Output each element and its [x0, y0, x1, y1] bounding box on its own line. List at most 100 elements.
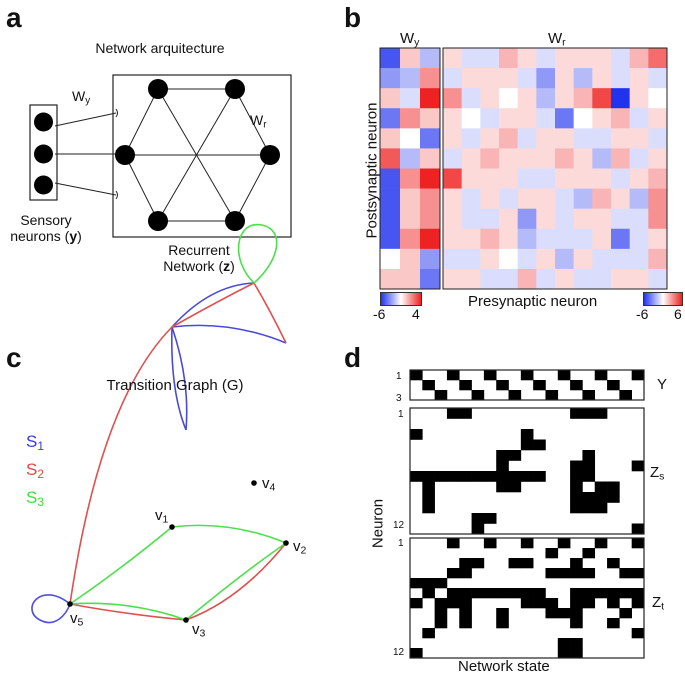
state-cell-zs-5-14: [582, 460, 596, 472]
heat-cell-wr-10-2: [480, 248, 500, 270]
node-v2: [283, 540, 289, 546]
heat-cell-wy-4-2: [420, 128, 441, 149]
heat-cell-wr-6-10: [629, 168, 649, 189]
node-v1: [169, 524, 175, 530]
state-cell-zt-0-12: [557, 538, 571, 549]
heat-cell-wr-7-3: [499, 188, 518, 209]
heat-cell-wy-7-0: [380, 188, 401, 209]
state-cell-zs-7-15: [594, 481, 608, 493]
state-cell-zs-0-4: [459, 408, 472, 419]
heat-cell-wr-10-0: [443, 248, 462, 270]
heat-cell-wr-5-0: [443, 148, 462, 169]
heat-cell-wr-11-1: [461, 268, 481, 290]
state-cell-zs-11-18: [631, 523, 645, 535]
heat-cell-wr-3-11: [648, 108, 668, 129]
state-cell-y-1-1: [422, 380, 435, 391]
state-cell-zt-0-18: [631, 538, 645, 549]
heat-cell-wy-1-1: [400, 68, 421, 89]
state-cell-zs-10-5: [471, 513, 485, 524]
state-cell-zt-7-4: [459, 608, 472, 619]
heat-cell-wr-9-0: [443, 228, 462, 250]
state-cell-y-2-17: [619, 390, 632, 401]
heat-cell-wr-8-3: [499, 208, 518, 230]
state-cell-zs-6-1: [422, 471, 435, 482]
state-cell-zt-9-1: [422, 628, 435, 639]
heat-cell-wr-1-8: [592, 68, 612, 89]
recurrent-label: Recurrent Network (z): [163, 242, 235, 274]
state-cell-zt-5-6: [483, 588, 497, 599]
sensory-neuron-2: [34, 144, 53, 164]
heat-cell-wr-10-6: [555, 248, 574, 270]
heat-cell-wr-11-8: [592, 268, 612, 290]
heat-cell-wr-0-8: [592, 48, 612, 69]
transition-graph-title: Transition Graph (G): [106, 377, 244, 394]
heat-cell-wr-7-9: [611, 188, 630, 209]
heat-cell-wy-2-2: [420, 88, 441, 109]
heat-cell-wr-3-6: [555, 108, 574, 129]
heat-cell-wr-3-9: [611, 108, 630, 129]
heat-cell-wr-7-8: [592, 188, 612, 209]
heat-cell-wr-4-10: [629, 128, 649, 149]
heat-cell-wr-6-3: [499, 168, 518, 189]
heat-cell-wr-7-5: [536, 188, 556, 209]
state-cell-zt-0-3: [446, 538, 460, 549]
state-cell-zs-6-2: [434, 471, 448, 482]
heat-cell-wr-10-11: [648, 248, 668, 270]
y-tick-3: 3: [396, 393, 402, 404]
state-cell-zt-5-9: [520, 588, 534, 599]
state-cell-zs-5-18: [631, 460, 645, 472]
wy-label-a: Wy: [72, 88, 91, 107]
state-cell-zt-7-13: [570, 608, 583, 619]
heat-cell-wr-1-7: [573, 68, 593, 89]
state-cell-zt-6-0: [410, 598, 423, 609]
heat-cell-wr-9-5: [536, 228, 556, 250]
heat-cell-wr-1-11: [648, 68, 668, 89]
state-cell-zt-8-7: [496, 618, 509, 629]
heat-cell-wr-9-8: [592, 228, 612, 250]
edge-v5-v3-red: [69, 603, 187, 621]
state-cell-zt-5-13: [570, 588, 583, 599]
heat-cell-wr-3-8: [592, 108, 612, 129]
colorbar-wy: [380, 292, 422, 306]
state-cell-zt-6-16: [607, 598, 620, 609]
heat-cell-wr-8-2: [480, 208, 500, 230]
state-cell-zt-5-15: [594, 588, 608, 599]
edge-v3-v2-red: [185, 542, 287, 621]
state-cell-zt-6-2: [434, 598, 448, 609]
heat-cell-wr-1-3: [499, 68, 518, 89]
heat-cell-wy-11-2: [420, 268, 441, 290]
state-cell-zt-2-5: [471, 558, 485, 569]
sensory-box: [29, 104, 58, 201]
heat-cell-wr-8-8: [592, 208, 612, 230]
state-cell-zt-7-11: [545, 608, 559, 619]
state-cell-zt-11-13: [570, 648, 583, 659]
heat-cell-wr-6-11: [648, 168, 668, 189]
state-cell-y-0-6: [483, 370, 497, 381]
state-cell-y-2-11: [545, 390, 559, 401]
state-cell-zt-8-2: [434, 618, 448, 629]
state-cell-y-2-2: [434, 390, 448, 401]
state-cell-zt-7-12: [557, 608, 571, 619]
state-cell-y-1-13: [570, 380, 583, 391]
state-cell-zt-6-10: [533, 598, 546, 609]
heat-cell-wr-0-10: [629, 48, 649, 69]
state-cell-zs-6-3: [446, 471, 460, 482]
heat-cell-wy-7-2: [420, 188, 441, 209]
state-cell-zs-9-15: [594, 502, 608, 514]
heat-cell-wr-3-7: [573, 108, 593, 129]
heat-cell-wr-10-5: [536, 248, 556, 270]
edge-v5-v1-green: [69, 526, 173, 605]
state-cell-zs-4-14: [582, 450, 596, 461]
state-cell-zt-3-4: [459, 568, 472, 579]
heat-cell-wr-4-7: [573, 128, 593, 149]
heat-cell-wy-1-0: [380, 68, 401, 89]
state-cell-zt-3-3: [446, 568, 460, 579]
heat-cell-wr-8-1: [461, 208, 481, 230]
state-cell-zs-2-0: [410, 429, 423, 440]
state-cell-zs-8-16: [607, 492, 620, 503]
edge-v3-v1-blue-b: [171, 326, 188, 431]
heat-cell-wr-0-0: [443, 48, 462, 69]
node-label-v4: v4: [262, 475, 276, 494]
state-cell-zt-6-4: [459, 598, 472, 609]
